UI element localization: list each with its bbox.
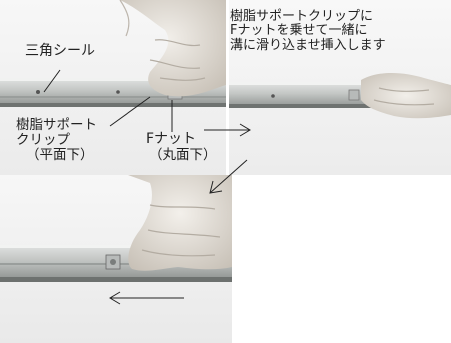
photo-slide-nut [0,175,232,343]
photo-insert-clip-and-nut [229,0,451,175]
photo-slide-nut-image [0,175,232,343]
photo-rail-with-seal-image [0,0,226,175]
support-clip-orientation-note: （平面下） [26,147,94,163]
insertion-instruction-text: 樹脂サポートクリップに Fナットを乗せて一緒に 溝に滑り込ませ挿入します [230,9,386,53]
support-clip-label: 樹脂サポート クリップ [16,117,97,148]
triangle-seal-label: 三角シール [25,43,95,59]
f-nut-label: Fナット [146,131,197,147]
photo-rail-with-seal [0,0,226,175]
photo-insert-clip-and-nut-image [229,0,451,175]
f-nut-orientation-note: （丸面下） [149,147,217,163]
